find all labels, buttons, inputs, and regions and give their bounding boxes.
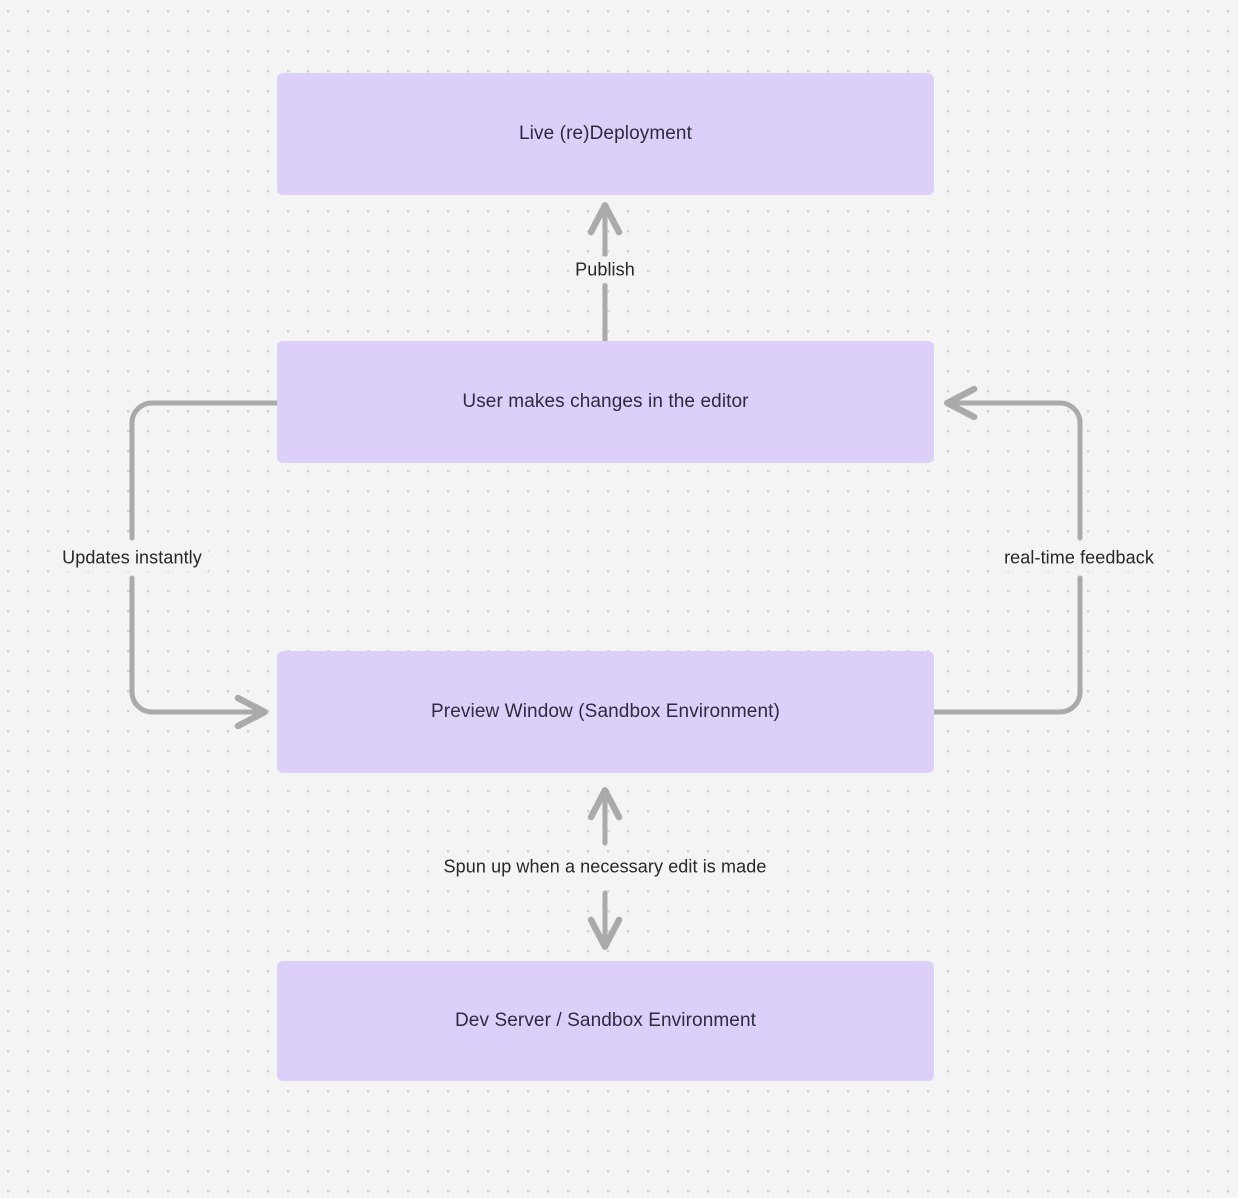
node-live-redeployment[interactable]: Live (re)Deployment [277, 73, 934, 195]
node-label: Preview Window (Sandbox Environment) [431, 701, 780, 723]
edge-label-publish: Publish [569, 256, 641, 284]
node-label: Dev Server / Sandbox Environment [454, 1010, 756, 1032]
node-preview-window[interactable]: Preview Window (Sandbox Environment) [277, 651, 934, 773]
edge-label-spun-up: Spun up when a necessary edit is made [437, 853, 773, 881]
node-label: Live (re)Deployment [519, 123, 692, 145]
node-dev-server-sandbox[interactable]: Dev Server / Sandbox Environment [277, 961, 934, 1081]
edge-label-real-time-feedback: real-time feedback [998, 544, 1160, 572]
edge-label-updates-instantly: Updates instantly [56, 544, 208, 572]
node-user-makes-changes[interactable]: User makes changes in the editor [277, 341, 934, 463]
node-label: User makes changes in the editor [462, 391, 749, 413]
